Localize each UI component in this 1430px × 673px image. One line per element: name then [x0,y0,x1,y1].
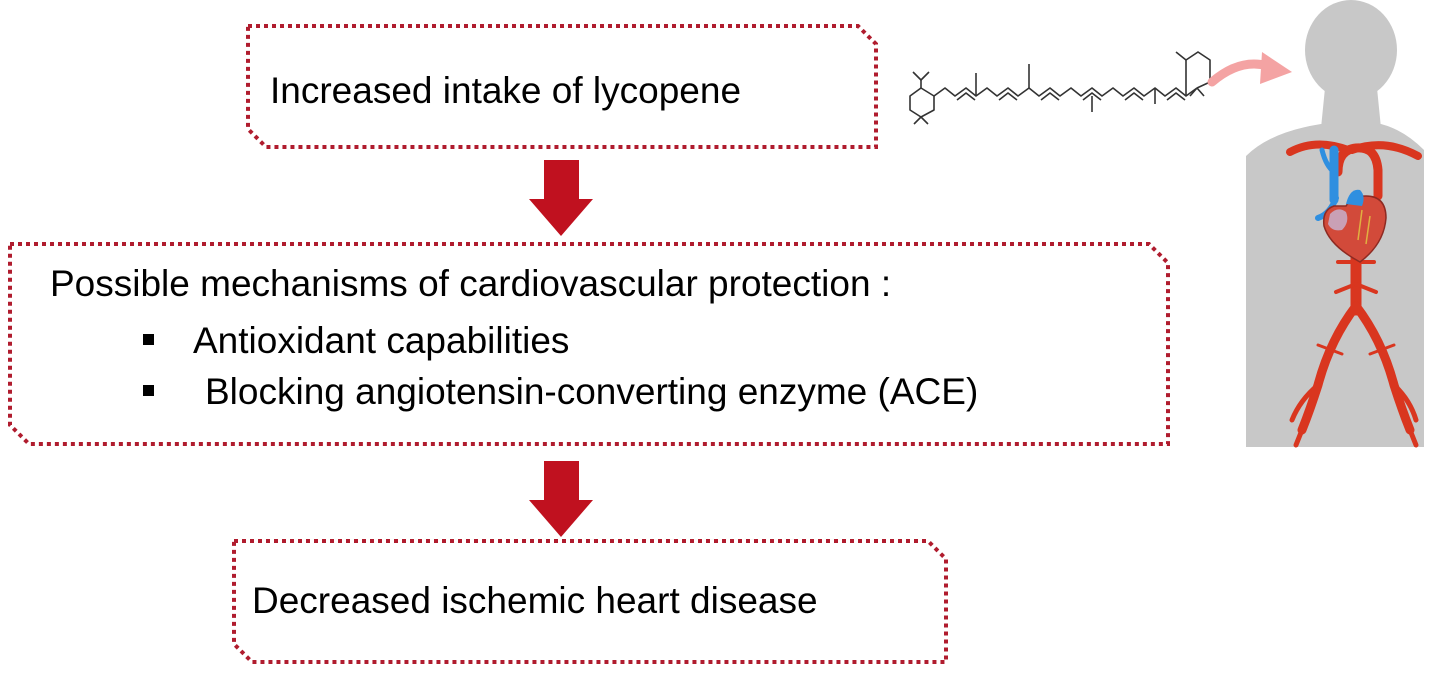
intake-step-text: Increased intake of lycopene [270,70,742,111]
mechanisms-box-border [8,242,1170,446]
intake-box-border [246,24,878,149]
bullet-icon [143,385,154,396]
down-arrow-2 [529,461,593,537]
mechanism-item-label: Blocking angiotensin-converting enzyme (… [205,371,979,412]
mechanisms-title: Possible mechanisms of cardiovascular pr… [50,263,892,304]
mechanism-item-label: Antioxidant capabilities [193,320,570,361]
outcome-step-text: Decreased ischemic heart disease [252,580,818,621]
down-arrow-1 [529,160,593,236]
bullet-icon [143,334,154,345]
heart-icon [1322,189,1387,263]
